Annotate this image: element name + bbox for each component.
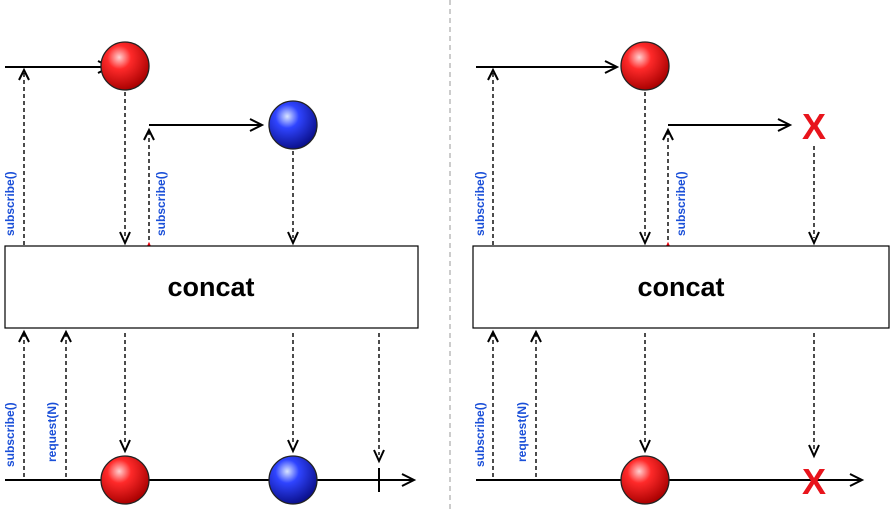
output-red-arrowhead-right [639,439,651,454]
output-red-arrowhead [119,439,131,454]
concat-operator-box-right [472,245,890,329]
output-complete-arrowhead [373,449,385,464]
source2-arrowhead-right [777,118,793,132]
subscribe-label-source1-right: subscribe() [473,171,487,236]
output-blue-arrowhead [287,439,299,454]
request-n-arrowhead-right [530,329,542,343]
red-emission-arrowhead [119,231,131,246]
subscribe-source1-arrowhead [18,67,30,81]
source2-arrowhead [249,118,265,132]
request-n-arrowhead [60,329,72,343]
output-timeline-arrowhead [401,473,417,487]
subscribe-label-source1: subscribe() [3,171,17,236]
blue-emission-arrowhead [287,231,299,246]
output-error-mark: X [802,461,826,502]
concat-operator-box [4,245,419,329]
subscriber-subscribe-label: subscribe() [3,402,17,467]
output-timeline-arrowhead-right [849,473,865,487]
subscribe-label-source2: subscribe() [154,171,168,236]
source1-arrowhead-right [604,60,620,74]
red-marble-output [100,455,150,505]
red-emission-arrowhead-right [639,231,651,246]
left-panel: subscribe() subscribe() concat subscribe… [3,41,419,505]
concat-operator-label: concat [167,272,254,302]
red-marble-source1-right [620,41,670,91]
red-marble-output-right [620,455,670,505]
subscribe-source2-arrowhead [143,127,155,141]
output-error-arrowhead [808,444,820,459]
concat-operator-label-right: concat [637,272,724,302]
error-emission-arrowhead [808,231,820,246]
source2-error-mark: X [802,106,826,147]
blue-marble-source2 [268,100,318,150]
request-n-label: request(N) [45,402,59,462]
subscriber-subscribe-arrowhead [18,329,30,343]
blue-marble-output [268,455,318,505]
subscribe-label-source2-right: subscribe() [674,171,688,236]
subscribe-source1-arrowhead-right [487,67,499,81]
subscribe-source2-arrowhead-right [662,127,674,141]
request-n-label-right: request(N) [515,402,529,462]
subscriber-subscribe-label-right: subscribe() [473,402,487,467]
subscriber-subscribe-arrowhead-right [487,329,499,343]
right-panel: subscribe() subscribe() X concat subscri… [472,41,890,505]
red-marble-source1 [100,41,150,91]
